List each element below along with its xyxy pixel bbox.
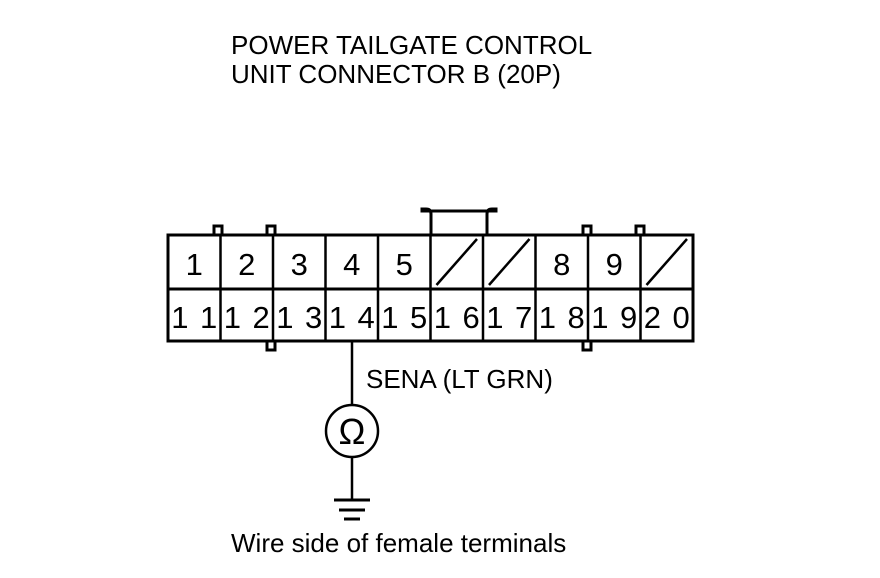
terminal-17: 17 bbox=[486, 300, 532, 335]
footer-caption: Wire side of female terminals bbox=[231, 528, 567, 558]
terminal-5: 5 bbox=[396, 247, 413, 282]
terminal-20: 20 bbox=[644, 300, 690, 335]
terminal-11: 11 bbox=[171, 300, 217, 335]
terminal-19: 19 bbox=[591, 300, 637, 335]
blank-terminal-slash bbox=[435, 238, 478, 286]
terminal-8: 8 bbox=[553, 247, 570, 282]
terminal-4: 4 bbox=[343, 247, 360, 282]
blank-terminal-slash bbox=[488, 238, 531, 286]
terminal-9: 9 bbox=[606, 247, 623, 282]
title-line-2: UNIT CONNECTOR B (20P) bbox=[231, 59, 561, 89]
ohm-symbol: Ω bbox=[339, 411, 366, 452]
terminal-14: 14 bbox=[329, 300, 375, 335]
terminal-12: 12 bbox=[224, 300, 270, 335]
terminal-2: 2 bbox=[238, 247, 255, 282]
terminal-1: 1 bbox=[186, 247, 203, 282]
wire-label: SENA (LT GRN) bbox=[366, 364, 553, 394]
terminal-15: 15 bbox=[381, 300, 427, 335]
terminal-3: 3 bbox=[291, 247, 308, 282]
locking-tab bbox=[420, 207, 498, 235]
terminal-13: 13 bbox=[276, 300, 322, 335]
connector-title: POWER TAILGATE CONTROL UNIT CONNECTOR B … bbox=[231, 31, 592, 89]
title-line-1: POWER TAILGATE CONTROL bbox=[231, 30, 593, 60]
blank-terminal-slash bbox=[645, 238, 688, 286]
terminal-18: 18 bbox=[539, 300, 585, 335]
terminal-16: 16 bbox=[434, 300, 480, 335]
